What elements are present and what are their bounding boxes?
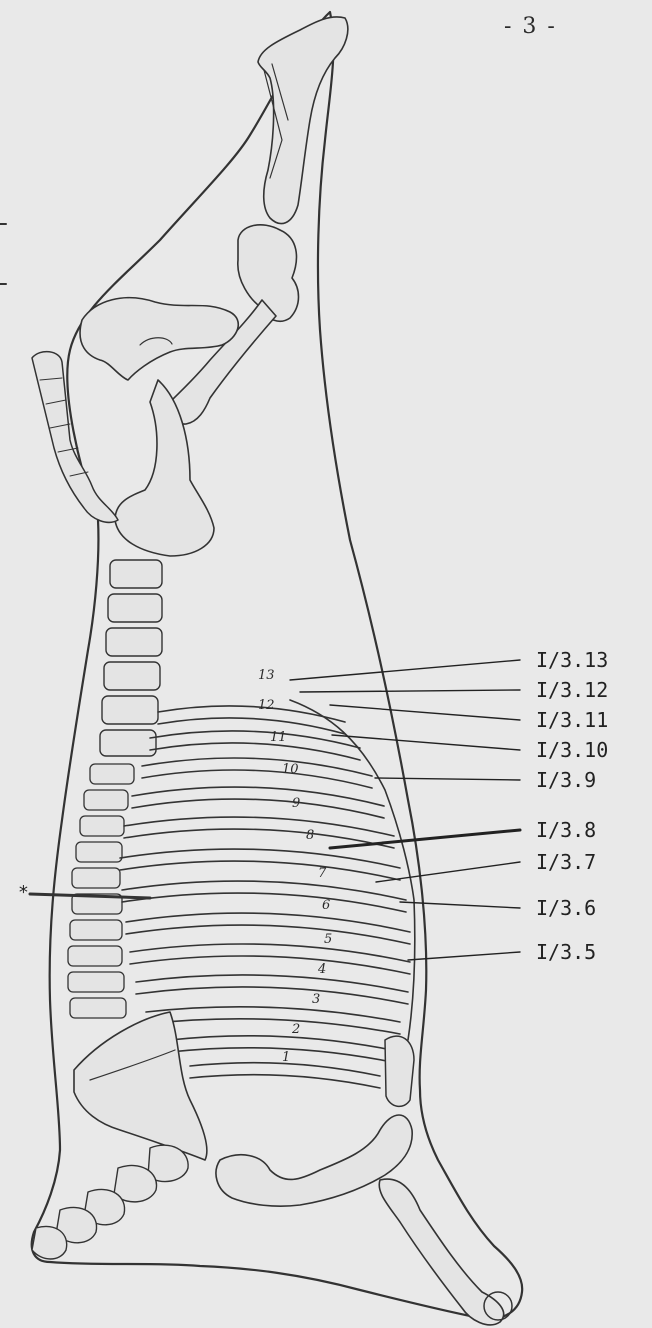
rib-number-label: 7 [318, 866, 326, 881]
neck-vertebrae [32, 1145, 188, 1259]
rib [120, 861, 400, 880]
callout-leader-line [376, 862, 520, 882]
callout-leader-line [290, 660, 520, 680]
callout-label: I/3.6 [536, 896, 596, 920]
callout-leader-lines [290, 660, 520, 960]
rib-number-label: 10 [282, 762, 299, 777]
callout-leader-line [330, 830, 520, 848]
callout-label: I/3.9 [536, 768, 596, 792]
cut-marker-line [30, 894, 150, 898]
rib [122, 893, 406, 912]
callout-label: I/3.7 [536, 850, 596, 874]
callout-label: I/3.5 [536, 940, 596, 964]
rib-number-label: 11 [270, 730, 287, 745]
rib [126, 925, 410, 944]
rib-number-label: 8 [306, 828, 314, 843]
rib-number-label: 3 [312, 992, 320, 1007]
rib-number-label: 2 [292, 1022, 300, 1037]
rib [130, 956, 410, 974]
rib [142, 770, 372, 788]
callout-label: I/3.8 [536, 818, 596, 842]
rib [190, 1075, 380, 1088]
rib-number-label: 4 [318, 962, 326, 977]
rib-number-label: 5 [324, 932, 332, 947]
scapula-bone [74, 1012, 207, 1160]
rib-number-label: 9 [292, 796, 300, 811]
callout-label: I/3.11 [536, 708, 608, 732]
rib [170, 1048, 392, 1062]
thoracic-vertebrae [68, 764, 134, 1018]
rib [136, 987, 408, 1004]
rib-number-label: 12 [258, 698, 275, 713]
rib [146, 1019, 400, 1034]
callout-leader-line [400, 902, 520, 908]
femur-bone [258, 17, 348, 224]
callout-label: I/3.13 [536, 648, 608, 672]
callout-leader-line [408, 952, 520, 960]
callout-leader-line [330, 705, 520, 720]
rib [132, 799, 384, 818]
callout-label: I/3.10 [536, 738, 608, 762]
rib-number-label: 13 [258, 668, 275, 683]
callout-leader-line [300, 690, 520, 692]
cut-marker-asterisk: * [18, 882, 29, 903]
lumbar-vertebrae [100, 560, 162, 756]
rib-number-label: 1 [282, 1050, 290, 1065]
rib [150, 743, 360, 760]
sternum [385, 1036, 414, 1106]
callout-label: I/3.12 [536, 678, 608, 702]
callout-leader-line [375, 778, 520, 780]
rib-number-label: 6 [322, 898, 330, 913]
